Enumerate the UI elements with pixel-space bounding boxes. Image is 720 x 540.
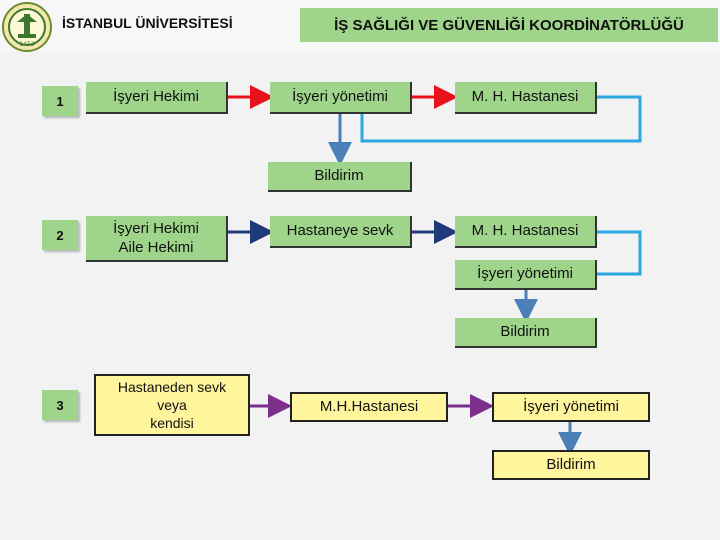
row3-start-line1: Hastaneden sevk <box>117 378 227 395</box>
row-number-2: 2 <box>42 220 78 250</box>
svg-text:1453: 1453 <box>19 41 34 48</box>
connector-row2-hospital-to-management <box>597 230 642 276</box>
row2-management-box: İşyeri yönetimi <box>455 260 597 290</box>
row2-doctor-box: İşyeri Hekimi Aile Hekimi <box>86 216 228 262</box>
row3-start-line2: veya <box>157 396 187 413</box>
row3-report-box: Bildirim <box>492 450 650 480</box>
row-number-3: 3 <box>42 390 78 420</box>
connector-row1-hospital-loop <box>360 95 642 143</box>
row2-report-box: Bildirim <box>455 318 597 348</box>
row2-doctor-line1: İşyeri Hekimi <box>113 219 199 237</box>
row1-hospital-box: M. H. Hastanesi <box>455 82 597 114</box>
row3-management-box: İşyeri yönetimi <box>492 392 650 422</box>
row2-referral-box: Hastaneye sevk <box>270 216 412 248</box>
row2-doctor-line2: Aile Hekimi <box>118 239 194 256</box>
header: 1453 İSTANBUL ÜNİVERSİTESİ İŞ SAĞLIĞI VE… <box>0 0 720 52</box>
row3-start-box: Hastaneden sevk veya kendisi <box>94 374 250 436</box>
row2-hospital-box: M. H. Hastanesi <box>455 216 597 248</box>
row1-management-box: İşyeri yönetimi <box>270 82 412 114</box>
university-seal-icon: 1453 <box>2 2 52 52</box>
row1-occupational-doctor-box: İşyeri Hekimi <box>86 82 228 114</box>
department-title: İŞ SAĞLIĞI VE GÜVENLİĞİ KOORDİNATÖRLÜĞÜ <box>300 8 718 42</box>
row-number-1: 1 <box>42 86 78 116</box>
row3-start-line3: kendisi <box>150 415 194 432</box>
row3-hospital-box: M.H.Hastanesi <box>290 392 448 422</box>
university-name: İSTANBUL ÜNİVERSİTESİ <box>62 15 233 31</box>
row1-report-box: Bildirim <box>268 162 412 192</box>
